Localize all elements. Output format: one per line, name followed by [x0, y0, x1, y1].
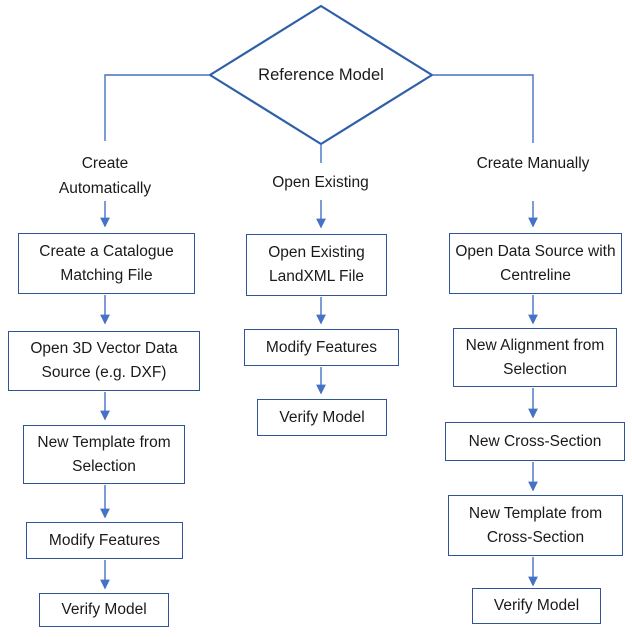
connector-left-branch	[104, 74, 210, 141]
decision-reference-model: Reference Model	[258, 66, 384, 84]
branch-label-open-existing: Open Existing	[272, 174, 369, 191]
flow-step-verify-model-right: Verify Model	[472, 588, 601, 624]
connector-right-branch	[432, 74, 534, 143]
flow-step-open-existing-landxml-file: Open Existing LandXML File	[246, 234, 387, 296]
flow-step-new-template-from-cross-section: New Template from Cross-Section	[448, 495, 623, 556]
flow-step-create-catalogue-matching-file: Create a Catalogue Matching File	[18, 233, 195, 294]
flow-step-verify-model-middle: Verify Model	[257, 399, 387, 436]
flow-step-new-alignment-from-selection: New Alignment from Selection	[453, 328, 617, 387]
flow-step-verify-model-left: Verify Model	[39, 593, 169, 627]
flow-step-open-3d-vector-data-source: Open 3D Vector Data Source (e.g. DXF)	[8, 331, 200, 391]
flow-step-modify-features-left: Modify Features	[26, 522, 183, 559]
branch-label-create-manually: Create Manually	[476, 155, 590, 172]
flow-step-new-cross-section: New Cross-Section	[445, 422, 625, 461]
flow-step-modify-features-middle: Modify Features	[244, 329, 399, 366]
branch-label-create-automatically: Create Automatically	[58, 155, 152, 197]
flow-step-new-template-from-selection: New Template from Selection	[23, 425, 185, 484]
flow-step-open-data-source-with-centreline: Open Data Source with Centreline	[449, 233, 622, 294]
